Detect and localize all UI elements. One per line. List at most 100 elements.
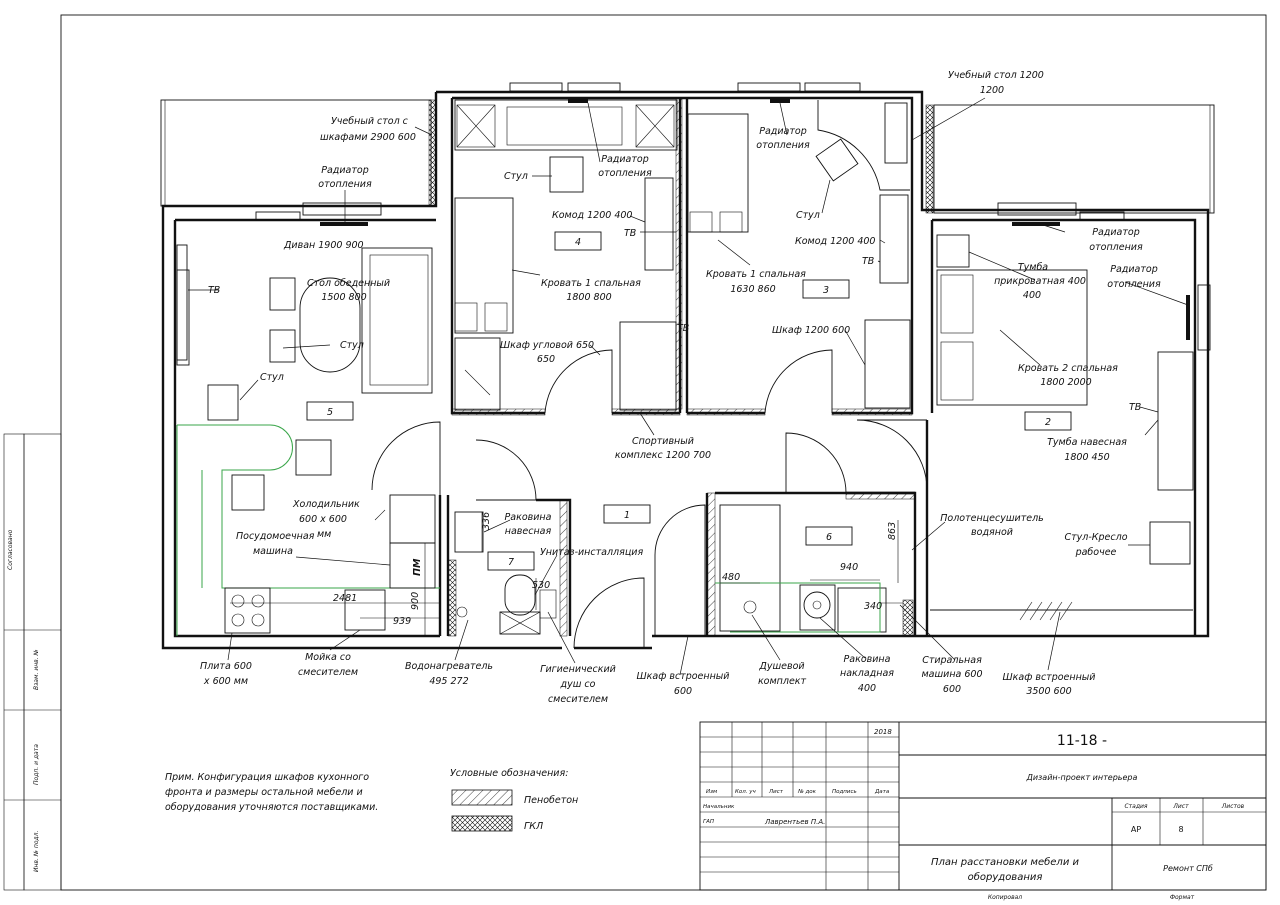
room-4-furniture	[454, 99, 678, 411]
room-number-7: 7	[508, 557, 514, 568]
label-radiator-living-1: Радиатор	[321, 165, 369, 176]
tb-person: Лаврентьев П.А.	[764, 818, 825, 826]
label-hanging-cab-1: Тумба навесная	[1047, 437, 1127, 448]
label-sink-overlay-1: Раковина	[844, 654, 891, 665]
label-desk-1200-1: Учебный стол 1200	[948, 70, 1044, 81]
label-tv-living: ТВ	[208, 285, 220, 296]
label-nightstand-2: прикроватная 400	[994, 276, 1086, 287]
radiators	[320, 99, 1190, 340]
room-3-furniture	[687, 100, 911, 409]
tb-org: Ремонт СПб	[1163, 864, 1213, 873]
label-hyg-shower-1: Гигиенический	[540, 664, 616, 675]
label-shower-set-2: комплект	[758, 676, 807, 687]
label-dishwasher-1: Посудомоечная	[236, 531, 315, 542]
label-stove-1: Плита 600	[200, 661, 252, 672]
tb-col-4: № док	[797, 789, 817, 795]
tb-code: 11-18 -	[1057, 733, 1107, 749]
label-nightstand-3: 400	[1023, 290, 1041, 301]
tb-col-5: Подпись	[832, 789, 857, 795]
label-sink-hanging-1: Раковина	[505, 512, 552, 523]
label-hanging-cab-2: 1800 450	[1064, 452, 1109, 463]
leader-lines	[188, 97, 1189, 676]
label-dresser-r4: Комод 1200 400	[552, 210, 632, 221]
label-builtin-600-1: Шкаф встроенный	[636, 671, 729, 682]
tb-year: 2018	[874, 728, 892, 736]
label-washer-1: Стиральная	[922, 655, 982, 666]
dim-336: 336	[481, 512, 492, 530]
legend-gkl: ГКЛ	[524, 821, 543, 832]
label-bed-r2-1: Кровать 2 спальная	[1018, 363, 1118, 374]
label-sink-overlay-3: 400	[858, 683, 876, 694]
label-fridge-2: 600 х 600	[299, 514, 347, 525]
legend-swatch-foam	[451, 789, 513, 806]
tb-drawing-1: План расстановки мебели и	[931, 856, 1080, 868]
hatched-partitions	[428, 97, 934, 637]
label-radiator-r2b-2: отопления	[1107, 279, 1161, 290]
label-towel-1: Полотенцесушитель	[940, 513, 1044, 524]
label-hyg-shower-3: смесителем	[548, 694, 608, 705]
side-stamp: Согласовано Взам. инв. № Подп. и дата Ин…	[3, 433, 62, 891]
room-number-6: 6	[826, 532, 832, 543]
label-kitchen-sink-2: смесителем	[298, 667, 358, 678]
dim-530: 530	[532, 580, 550, 591]
label-chair-living2: Стул	[260, 372, 284, 383]
note-line-2: фронта и размеры остальной мебели и	[165, 787, 363, 798]
label-desk-1200-2: 1200	[980, 85, 1004, 96]
dim-863: 863	[887, 522, 898, 540]
label-chair-living1: Стул	[340, 340, 364, 351]
label-desk-shelves-1: Учебный стол с	[331, 116, 409, 127]
label-chair-r3: Стул	[796, 210, 820, 221]
tb-drawing-2: оборудования	[968, 871, 1043, 883]
tb-copied: Копировал	[988, 894, 1022, 901]
label-radiator-living-2: отопления	[318, 179, 372, 190]
label-radiator-r2a-2: отопления	[1089, 242, 1143, 253]
tb-format: Формат	[1170, 894, 1195, 901]
label-sport-1: Спортивный	[632, 436, 694, 447]
note-line-3: оборудования уточняются поставщиками.	[165, 802, 378, 813]
label-radiator-r4-2: отопления	[598, 168, 652, 179]
title-block: 2018 11-18 - Дизайн-проект интерьера Изм…	[699, 721, 1267, 901]
note-line-1: Прим. Конфигурация шкафов кухонного	[165, 772, 369, 783]
dim-2481: 2481	[333, 593, 357, 604]
plan-labels: Учебный стол с шкафами 2900 600 Учебный …	[200, 70, 1161, 705]
label-sink-hanging-2: навесная	[505, 526, 552, 537]
tb-col-1: Изм	[706, 789, 717, 795]
tb-sheet-label: Лист	[1172, 803, 1189, 810]
label-stove-2: х 600 мм	[203, 676, 248, 687]
legend: Условные обозначения: Пенобетон ГКЛ	[450, 768, 578, 832]
room-number-2: 2	[1045, 417, 1051, 428]
label-dining-1: Стол обеденный	[307, 278, 390, 289]
label-hyg-shower-2: душ со	[560, 679, 596, 690]
label-washer-3: 600	[943, 684, 961, 695]
drawing-note: Прим. Конфигурация шкафов кухонного фрон…	[165, 772, 378, 813]
label-pm: ПМ	[412, 558, 423, 576]
legend-foam: Пенобетон	[524, 795, 578, 806]
label-tv-mid: ТВ	[677, 323, 689, 334]
label-corner-wardrobe-1: Шкаф угловой 650	[500, 340, 594, 351]
tb-project: Дизайн-проект интерьера	[1026, 773, 1138, 782]
tb-stage: АР	[1131, 825, 1141, 834]
tb-role-1: Начальник	[703, 804, 735, 810]
label-fridge-1: Холодильник	[292, 499, 360, 510]
label-builtin-3500-2: 3500 600	[1026, 686, 1071, 697]
tb-col-3: Лист	[768, 789, 784, 795]
label-bed-r2-2: 1800 2000	[1040, 377, 1091, 388]
label-nightstand-1: Тумба	[1018, 262, 1048, 273]
dim-900: 900	[410, 592, 421, 610]
label-bed-r3-2: 1630 860	[730, 284, 775, 295]
label-dining-2: 1500 800	[321, 292, 366, 303]
label-corner-wardrobe-2: 650	[537, 354, 555, 365]
label-radiator-r2a-1: Радиатор	[1092, 227, 1140, 238]
dim-940: 940	[840, 562, 858, 573]
dim-480: 480	[722, 572, 740, 583]
label-sport-2: комплекс 1200 700	[615, 450, 711, 461]
label-builtin-3500-1: Шкаф встроенный	[1002, 672, 1095, 683]
bathroom-6	[715, 504, 887, 633]
room-numbers: 1 2 3 4 5 6 7	[306, 231, 1072, 571]
label-bed-r4-1: Кровать 1 спальная	[541, 278, 641, 289]
label-water-heater-2: 495 272	[429, 676, 468, 687]
tb-col-6: Дата	[874, 789, 890, 795]
stamp-replace-inv: Взам. инв. №	[33, 649, 40, 690]
legend-title: Условные обозначения:	[450, 768, 568, 779]
